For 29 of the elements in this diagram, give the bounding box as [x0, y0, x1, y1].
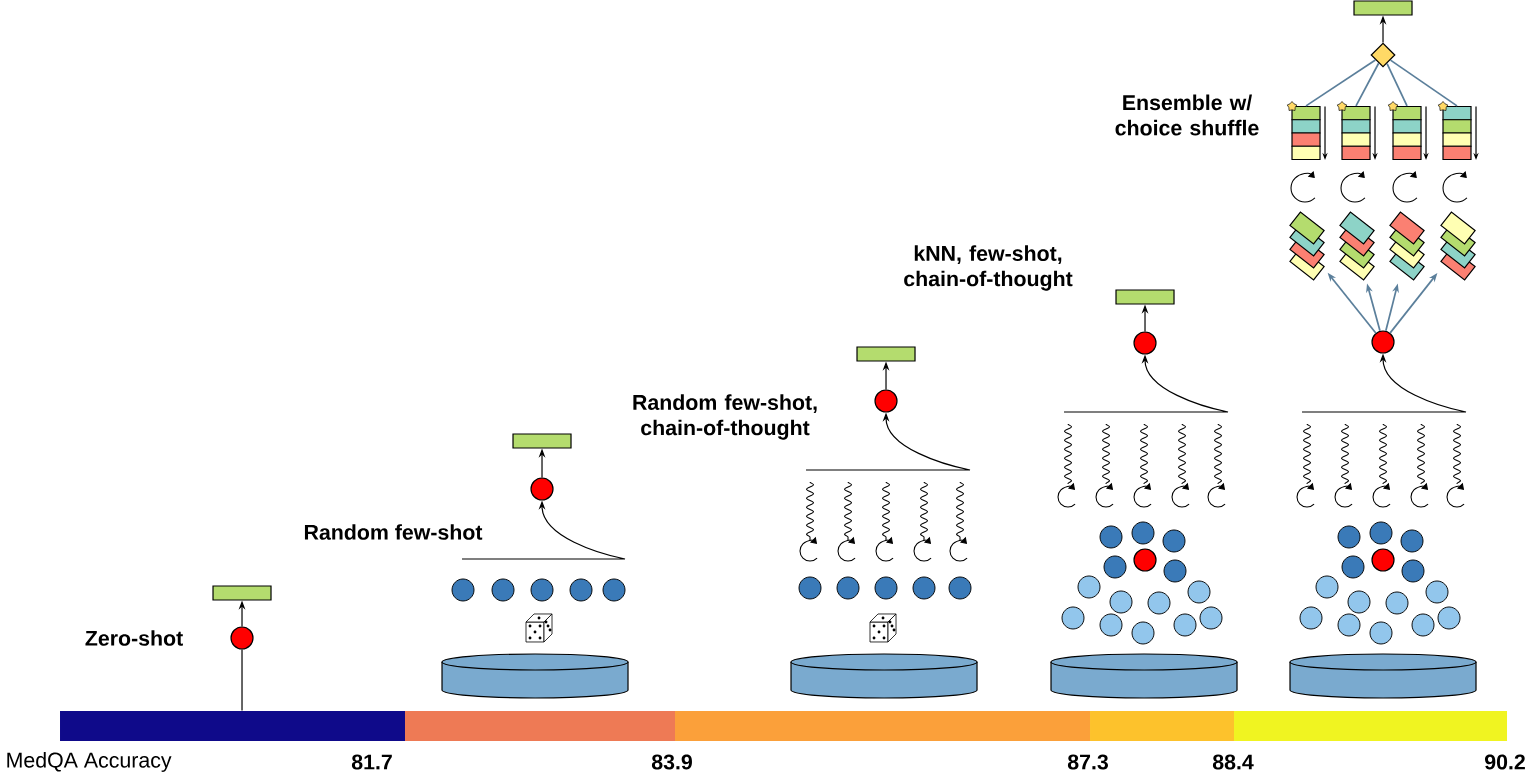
vote-diamond [1370, 42, 1396, 68]
model-circle [530, 477, 554, 501]
answer-bar [512, 433, 572, 449]
stage-label: Random few-shot [304, 524, 483, 540]
stage-label: Random few-shot, chain-of-thought [633, 394, 817, 440]
model-circle [874, 389, 898, 413]
color-scale-bar [60, 711, 1507, 741]
stage-label: Zero-shot [85, 630, 183, 646]
card-stack [1289, 211, 1325, 281]
card-stack [1339, 211, 1375, 281]
ranked-list [1336, 101, 1378, 161]
card-stack [1389, 211, 1425, 281]
answer-bar [1115, 289, 1175, 305]
model-circle [1133, 331, 1157, 355]
model-circle [1371, 330, 1395, 354]
ranked-list [1437, 101, 1479, 161]
answer-bar [212, 585, 272, 601]
answer-bar [856, 346, 916, 362]
stage-label: Ensemble w/ choice shuffle [1115, 94, 1259, 136]
model-circle [1133, 548, 1157, 572]
ranked-list [1387, 101, 1429, 161]
card-stack [1440, 211, 1476, 281]
answer-bar [1353, 0, 1413, 16]
scale-value: 90.2 [1485, 754, 1525, 770]
ranked-list [1286, 101, 1328, 161]
model-circle [1371, 548, 1395, 572]
axis-title: MedQA Accuracy [7, 752, 172, 772]
model-circle [230, 626, 254, 650]
stage-label: kNN, few-shot, chain-of-thought [904, 245, 1073, 291]
